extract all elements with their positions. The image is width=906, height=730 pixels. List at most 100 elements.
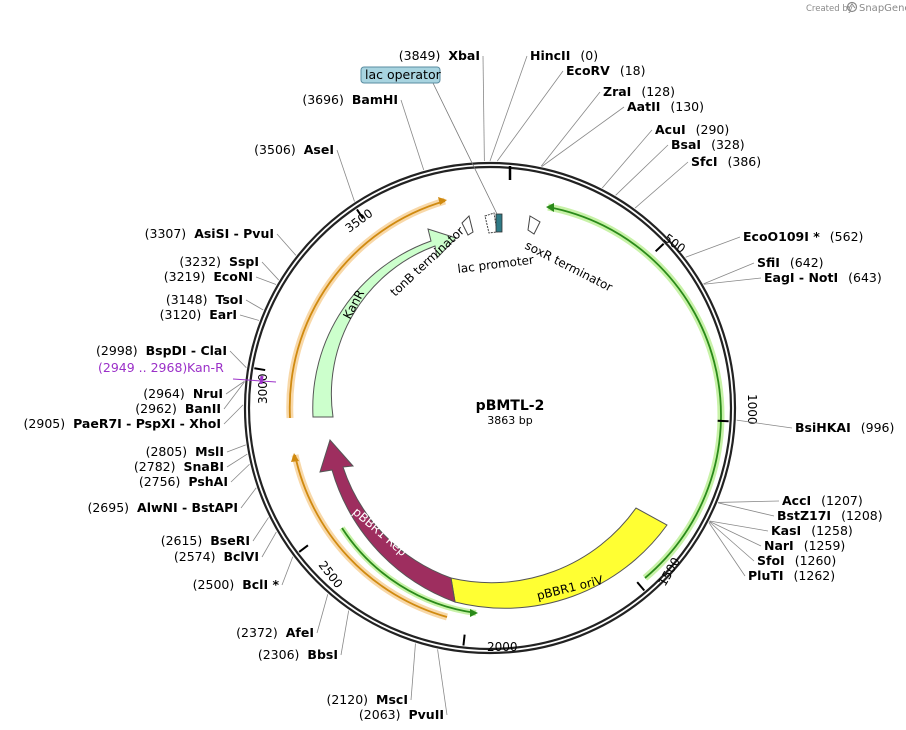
site-asisi[interactable]: (3307)AsiSI - PvuI xyxy=(145,226,297,256)
site-name: KasI xyxy=(771,523,801,538)
site-nrui[interactable]: (2964)NruI xyxy=(143,380,245,401)
site-msci[interactable]: (2120)MscI xyxy=(326,643,416,707)
soxr-terminator-arrow[interactable] xyxy=(527,215,541,235)
site-pluti[interactable]: PluTI(1262) xyxy=(708,522,836,583)
site-leader xyxy=(261,531,277,558)
site-position: (3849) xyxy=(399,48,441,63)
site-bsihkai[interactable]: BsiHKAI(996) xyxy=(736,419,895,435)
site-xbai[interactable]: (3849)XbaI xyxy=(399,48,485,162)
site-position: (1262) xyxy=(794,568,836,583)
site-bseri[interactable]: (2615)BseRI xyxy=(161,517,269,548)
plasmid-name: pBMTL-2 xyxy=(476,398,545,414)
primer-range: (2949 .. 2968) xyxy=(98,360,187,375)
site-kasi[interactable]: KasI (1258) xyxy=(709,520,853,538)
watermark-brand: SnapGene xyxy=(859,3,906,14)
site-label: (2372)AfeI xyxy=(236,625,314,640)
green-band-right-head xyxy=(546,203,554,212)
site-pshai[interactable]: (2756)PshAI xyxy=(139,463,250,489)
site-label: KasI (1258) xyxy=(771,523,853,538)
site-label: SfcI(386) xyxy=(691,154,761,169)
site-alwni[interactable]: (2695)AlwNI - BstAPI xyxy=(87,487,257,515)
site-leader xyxy=(615,144,669,196)
site-position: (1258) xyxy=(811,523,853,538)
orange-band-left-head xyxy=(438,197,447,205)
site-name: BstZ17I xyxy=(777,508,831,523)
site-position: (0) xyxy=(580,48,598,63)
site-leader xyxy=(223,381,245,410)
site-snabi[interactable]: (2782)SnaBI xyxy=(134,453,248,474)
site-acci[interactable]: AccI(1207) xyxy=(718,493,863,508)
feature-pbbr1-rep[interactable] xyxy=(319,439,456,603)
site-position: (1259) xyxy=(804,538,846,553)
site-msli[interactable]: (2805)MslI xyxy=(146,444,246,459)
site-name: EcoNI xyxy=(213,269,253,284)
feature-kanr[interactable] xyxy=(312,228,457,418)
site-bstz17i[interactable]: BstZ17I(1208) xyxy=(717,502,883,523)
primer-kan-r[interactable]: (2949 .. 2968) Kan-R xyxy=(98,360,277,385)
feature-label-lac-promoter: lac promoter xyxy=(457,253,535,276)
site-leader xyxy=(540,91,601,167)
site-bcli[interactable]: (2500)BclI * xyxy=(193,556,294,592)
green-band-bottom-head xyxy=(470,609,478,617)
orange-band-bottom xyxy=(294,454,448,618)
site-label: (3849)XbaI xyxy=(399,48,480,63)
site-position: (643) xyxy=(848,270,882,285)
site-name: PvuII xyxy=(408,707,444,722)
site-label: AatII(130) xyxy=(627,99,704,114)
lac-operator-box[interactable] xyxy=(495,213,503,233)
site-leader xyxy=(225,380,245,395)
feature-label-kanr: KanR xyxy=(340,287,367,321)
site-econi[interactable]: (3219)EcoNI xyxy=(164,269,277,285)
site-leader xyxy=(703,262,755,285)
site-leader xyxy=(261,261,280,281)
site-sfci[interactable]: SfcI(386) xyxy=(634,154,761,209)
site-name: BseRI xyxy=(210,533,250,548)
site-zrai[interactable]: ZraI(128) xyxy=(540,84,675,167)
site-ecorv[interactable]: EcoRV(18) xyxy=(496,63,646,162)
orange-band-left xyxy=(288,200,446,419)
lac-promoter-arrow[interactable] xyxy=(484,212,498,234)
tick-mark xyxy=(717,419,729,423)
site-nari[interactable]: NarI(1259) xyxy=(709,521,845,553)
site-pvuii[interactable]: (2063)PvuII xyxy=(359,649,448,722)
site-leader xyxy=(410,643,416,701)
green-band-right xyxy=(547,206,722,579)
site-position: (2782) xyxy=(134,459,176,474)
site-name: BanII xyxy=(185,401,221,416)
site-hincii[interactable]: HincII (0) xyxy=(489,48,598,162)
site-acui[interactable]: AcuI(290) xyxy=(601,122,729,189)
site-name: EarI xyxy=(209,307,237,322)
site-label: (2063)PvuII xyxy=(359,707,444,722)
site-banii[interactable]: (2962) BanII xyxy=(135,381,245,416)
lac-operator-badge[interactable] xyxy=(360,66,441,84)
site-bamhi[interactable]: (3696)BamHI xyxy=(302,92,425,171)
site-sfoi[interactable]: SfoI(1260) xyxy=(708,521,836,568)
site-sspi[interactable]: (3232)SspI xyxy=(179,254,280,281)
site-position: (2756) xyxy=(139,474,181,489)
site-eari[interactable]: (3120)EarI xyxy=(160,307,260,322)
tonb-terminator-arrow[interactable] xyxy=(461,215,474,236)
site-label: EagI - NotI(643) xyxy=(764,270,882,285)
site-sfii[interactable]: SfiI(642) xyxy=(703,255,824,285)
watermark-prefix: Created by xyxy=(806,4,853,14)
site-paer7i[interactable]: (2905)PaeR7I - PspXI - XhoI xyxy=(24,404,244,431)
site-bclvi[interactable]: (2574)BclVI xyxy=(174,531,277,564)
site-name: HincII xyxy=(530,48,570,63)
site-aatii[interactable]: AatII(130) xyxy=(541,99,704,167)
tick-mark xyxy=(636,581,646,592)
site-leader xyxy=(252,517,269,542)
site-afei[interactable]: (2372)AfeI xyxy=(236,594,329,640)
site-position: (2962) xyxy=(135,401,177,416)
green-band-bottom xyxy=(341,527,477,614)
site-name: SspI xyxy=(229,254,259,269)
site-asei[interactable]: (3506)AseI xyxy=(254,142,355,202)
site-bbsi[interactable]: (2306)BbsI xyxy=(258,610,350,662)
site-name: AfeI xyxy=(286,625,314,640)
site-leader xyxy=(685,236,741,258)
site-eagi[interactable]: EagI - NotI(643) xyxy=(703,270,882,285)
site-ecoo109i[interactable]: EcoO109I *(562) xyxy=(685,229,864,258)
site-label: (2574)BclVI xyxy=(174,549,259,564)
site-bsai[interactable]: BsaI(328) xyxy=(615,137,745,196)
site-tsoi[interactable]: (3148)TsoI xyxy=(166,292,264,311)
site-bspdi[interactable]: (2998)BspDI - ClaI xyxy=(96,343,247,368)
